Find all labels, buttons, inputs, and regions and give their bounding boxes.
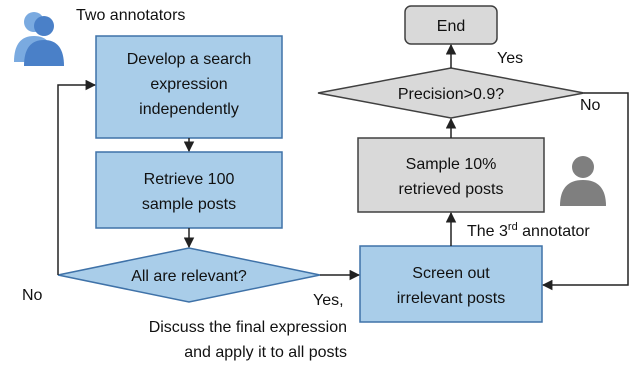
- retrieve-line-2: sample posts: [142, 196, 236, 213]
- sample-line-2: retrieved posts: [399, 181, 504, 198]
- yes-decision-label: Yes,: [313, 292, 344, 309]
- discuss-line-2: and apply it to all posts: [184, 344, 347, 361]
- yes-top-label: Yes: [497, 50, 523, 67]
- two-annotators-label: Two annotators: [76, 7, 185, 24]
- decision-text: All are relevant?: [131, 268, 247, 285]
- discuss-line-1: Discuss the final expression: [149, 319, 347, 336]
- precision-decision-diamond: Precision>0.9?: [317, 67, 585, 119]
- precision-text: Precision>0.9?: [398, 86, 504, 103]
- develop-line-3: independently: [139, 101, 239, 118]
- screen-line-1: Screen out: [412, 265, 490, 282]
- develop-line-1: Develop a search: [127, 51, 252, 68]
- third-annotator-label: The 3rd annotator: [467, 221, 590, 240]
- no-left-label: No: [22, 287, 43, 304]
- end-box: End: [404, 5, 498, 45]
- develop-line-2: expression: [150, 76, 227, 93]
- screen-line-2: irrelevant posts: [397, 290, 506, 307]
- retrieve-line-1: Retrieve 100: [144, 171, 235, 188]
- screen-out-box: Screen out irrelevant posts: [359, 245, 543, 323]
- relevance-decision-diamond: All are relevant?: [57, 247, 321, 303]
- arrow-no-loop-back: [57, 79, 97, 275]
- retrieve-posts-box: Retrieve 100 sample posts: [95, 151, 283, 229]
- arrow-no-back-to-screen: [541, 92, 629, 291]
- sample-posts-box: Sample 10% retrieved posts: [357, 137, 545, 213]
- third-annotator-icon: [560, 156, 606, 206]
- connector-arrows: [57, 43, 629, 291]
- no-right-label: No: [580, 97, 601, 114]
- two-annotators-icon: [14, 12, 64, 66]
- end-text: End: [437, 18, 465, 35]
- sample-line-1: Sample 10%: [406, 156, 497, 173]
- develop-expression-box: Develop a search expression independentl…: [95, 35, 283, 139]
